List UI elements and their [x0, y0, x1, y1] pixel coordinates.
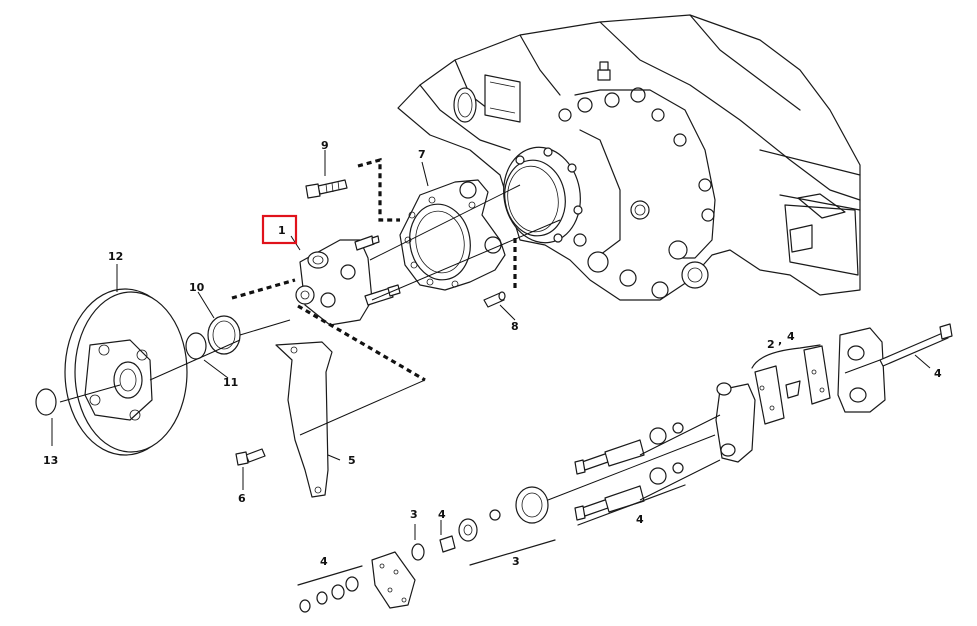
callout-4-pads[interactable]: 4 [787, 330, 795, 343]
o-ring-11 [185, 332, 207, 360]
callout-5[interactable]: 5 [348, 454, 356, 467]
highlight-box [261, 214, 298, 245]
guide-pins [574, 422, 684, 521]
bolt-6 [235, 448, 266, 466]
pin-8 [483, 291, 506, 308]
callout-4-washers[interactable]: 4 [320, 555, 328, 568]
seal-ring-10 [207, 315, 241, 355]
callout-1[interactable]: 1 [278, 224, 286, 237]
assembly-dash-lines [231, 157, 517, 382]
callout-7[interactable]: 7 [418, 148, 426, 161]
pad-kit-2 [754, 345, 831, 425]
callout-comma: , [778, 334, 782, 347]
alignment-lines [59, 184, 881, 501]
callout-10[interactable]: 10 [189, 281, 205, 294]
callout-13[interactable]: 13 [43, 454, 58, 467]
circlip-13 [35, 388, 57, 416]
callout-3-lower[interactable]: 3 [512, 555, 520, 568]
callout-12[interactable]: 12 [108, 250, 123, 263]
caliper-1 [295, 235, 401, 326]
bracket-5 [275, 341, 333, 498]
bolt-9 [305, 179, 348, 199]
callout-6[interactable]: 6 [238, 492, 246, 505]
callout-8[interactable]: 8 [511, 320, 519, 333]
callout-9[interactable]: 9 [321, 139, 329, 152]
brake-bracket-7 [399, 179, 506, 291]
callout-4-long-bolt[interactable]: 4 [934, 367, 942, 380]
axle-housing [397, 14, 861, 301]
brake-disc-12 [64, 288, 188, 456]
group-brackets [297, 344, 821, 586]
adjuster-row-3 [411, 486, 549, 561]
washers-4 [299, 576, 359, 613]
callout-3-upper[interactable]: 3 [410, 508, 418, 521]
callout-2[interactable]: 2 [767, 338, 775, 351]
caliper-carrier [715, 327, 886, 463]
callout-4-middle[interactable]: 4 [438, 508, 446, 521]
long-bolt-4 [879, 323, 953, 367]
callout-11[interactable]: 11 [223, 376, 238, 389]
lever-plate [371, 551, 416, 609]
callout-4-guide-pins[interactable]: 4 [636, 513, 644, 526]
leader-lines [51, 150, 931, 540]
callouts: 1 2 , 4 4 3 4 3 4 4 5 6 7 8 9 10 11 12 1… [43, 139, 942, 568]
